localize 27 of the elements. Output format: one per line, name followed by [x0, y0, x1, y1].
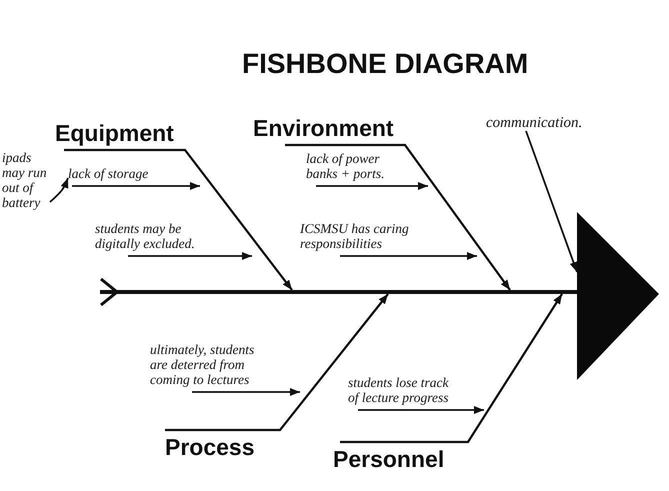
handwritten-note: students may be digitally excluded.	[95, 221, 220, 256]
handwritten-note: lack of storage	[68, 166, 148, 186]
category-label: Equipment	[55, 120, 174, 150]
arrow	[525, 130, 578, 272]
fish-head-triangle	[577, 212, 659, 380]
category-label: Personnel	[333, 442, 444, 472]
handwritten-note: ipads may run out of battery	[2, 150, 50, 210]
diagram-title: FISHBONE DIAGRAM	[242, 49, 528, 79]
category-label: Environment	[253, 115, 394, 145]
category-label: Process	[165, 430, 255, 460]
fish-spine	[100, 290, 577, 294]
bone-arrow	[165, 293, 389, 432]
handwritten-note: students lose track of lecture progress	[348, 375, 452, 410]
handwritten-note: lack of power banks + ports.	[306, 151, 396, 186]
bone-arrow	[285, 144, 511, 291]
arrow	[340, 252, 477, 260]
arrow	[72, 182, 200, 190]
curved-arrow	[49, 178, 69, 203]
handwritten-note: communication.	[486, 116, 582, 131]
arrow	[192, 388, 300, 396]
arrow	[358, 406, 484, 414]
arrow	[128, 252, 252, 260]
handwritten-note: ultimately, students are deterred from coming to lectures	[150, 342, 268, 392]
bone-arrow	[64, 148, 293, 291]
handwritten-note: ICSMSU has caring responsibilities	[300, 221, 445, 256]
arrow	[316, 182, 428, 190]
bone-arrow	[340, 293, 563, 444]
